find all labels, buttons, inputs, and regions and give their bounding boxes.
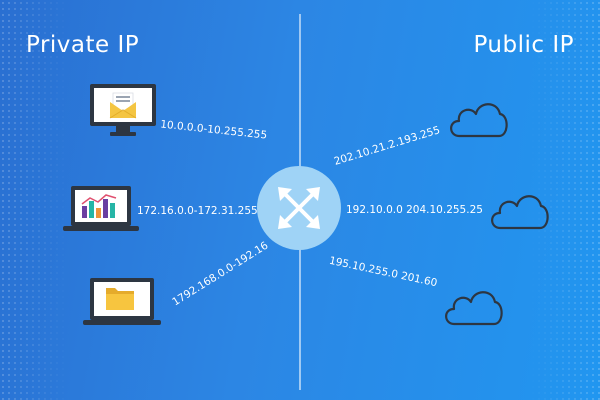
cloud-icon bbox=[486, 184, 552, 236]
bar-chart-icon bbox=[81, 194, 117, 218]
private-ip-range-c: 1792.168.0.0-192.16 bbox=[170, 239, 271, 309]
envelope-icon bbox=[109, 92, 137, 119]
private-ip-range-b: 172.16.0.0-172.31.255 bbox=[137, 205, 258, 217]
public-ip-range-a: 202.10.21.2.193.255 bbox=[332, 124, 442, 168]
cloud-icon bbox=[440, 280, 506, 332]
laptop-folder-icon bbox=[82, 276, 162, 332]
arrows-expand-icon bbox=[278, 187, 320, 229]
private-ip-range-a: 10.0.0.0-10.255.255 bbox=[159, 118, 268, 142]
public-ip-range-c: 195.10.255.0 201.60 bbox=[327, 254, 439, 290]
cloud-icon bbox=[445, 92, 511, 144]
dot-pattern-left bbox=[0, 0, 70, 400]
public-ip-range-b: 192.10.0.0 204.10.255.25 bbox=[346, 204, 483, 216]
private-ip-heading: Private IP bbox=[26, 32, 140, 58]
monitor-icon bbox=[88, 82, 160, 144]
public-ip-heading: Public IP bbox=[473, 32, 574, 58]
laptop-chart-icon bbox=[62, 184, 140, 240]
center-hub bbox=[257, 166, 341, 250]
dot-pattern-right bbox=[530, 0, 600, 400]
folder-icon bbox=[106, 288, 134, 310]
